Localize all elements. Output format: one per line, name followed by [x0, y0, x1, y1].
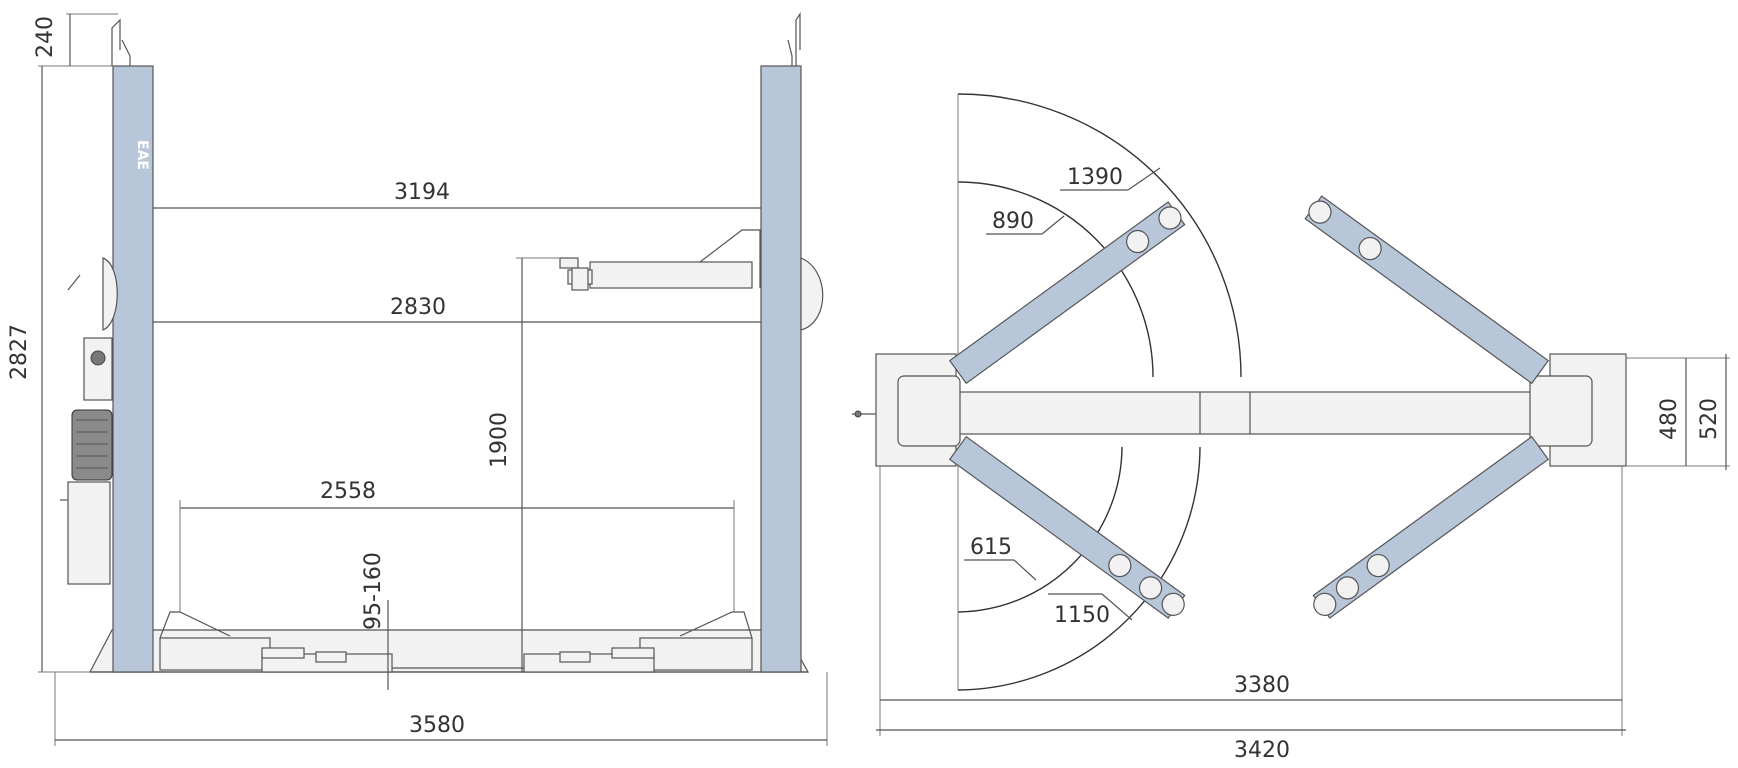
reach-arc-1150 [957, 446, 1201, 691]
dim-base-depth-inner: 480 [1657, 398, 1682, 440]
reach-arc-1390 [957, 93, 1242, 378]
front-view: EAE [7, 12, 828, 746]
arm-top-right [1304, 195, 1550, 385]
dim-base-depth-outer: 520 [1697, 398, 1722, 440]
dim-pad-height: 95-160 [361, 552, 386, 630]
raised-arm [589, 261, 753, 289]
reach-arc-615 [957, 446, 1123, 613]
dim-arm-reach-inner-long: 1150 [1054, 603, 1110, 628]
dim-overall-length: 3420 [1234, 738, 1290, 763]
raised-pad [559, 257, 579, 269]
arm-bottom-left [948, 435, 1186, 619]
reach-arc-890 [957, 181, 1154, 378]
left-column [112, 65, 154, 673]
right-column [760, 65, 802, 673]
dim-inner-length: 3380 [1234, 673, 1290, 698]
dim-arm-span: 2558 [320, 479, 376, 504]
right-column-head [1529, 375, 1593, 447]
dim-lift-height: 1900 [487, 412, 512, 468]
lower-arm-right [523, 611, 753, 673]
left-column-head [897, 375, 961, 447]
control-box [83, 337, 113, 401]
hydraulic-motor [71, 409, 113, 481]
cross-beam [945, 391, 1535, 435]
dim-arm-reach-outer-short: 890 [992, 209, 1034, 234]
dim-overall-width-top: 3194 [394, 180, 450, 205]
dim-top-extension: 240 [33, 16, 58, 58]
power-switch [90, 350, 106, 366]
top-view: 1390 890 615 1150 3380 3420 480 520 [852, 93, 1730, 763]
lower-arm-left [159, 611, 393, 673]
oil-tank [67, 481, 111, 585]
dim-arm-reach-outer-long: 1390 [1067, 165, 1123, 190]
arm-top-left [948, 201, 1186, 385]
brand-logo: EAE [134, 140, 150, 170]
dim-arm-reach-inner-short: 615 [970, 535, 1012, 560]
arm-bottom-right [1312, 435, 1550, 619]
dim-base-width: 3580 [409, 713, 465, 738]
dim-inner-width: 2830 [390, 295, 446, 320]
dim-total-height: 2827 [7, 324, 32, 380]
